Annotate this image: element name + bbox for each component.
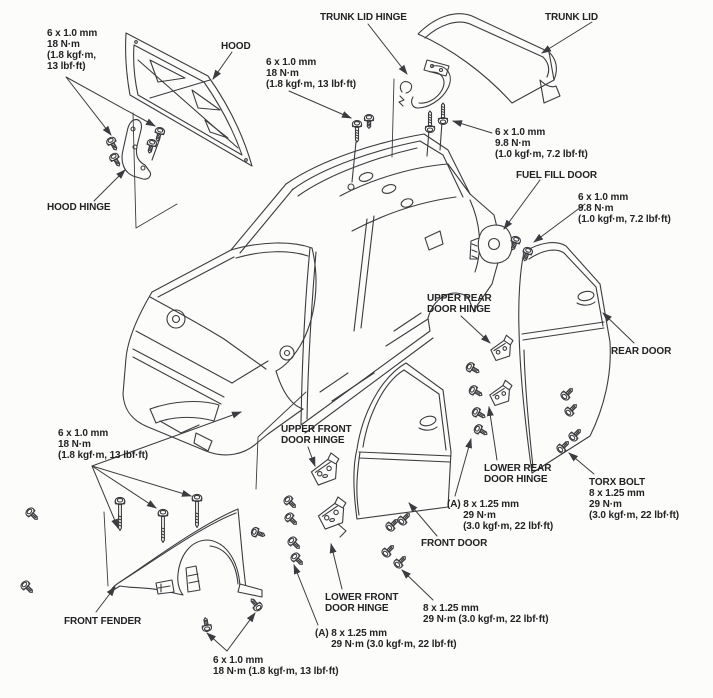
label-rear-door: REAR DOOR	[611, 346, 672, 357]
label-spec-trunk-hinge-upper-bolts: 6 x 1.0 mm 18 N·m (1.8 kgf·m, 13 lbf·ft)	[266, 57, 357, 90]
label-spec-front-hinge-door-bolts: 8 x 1.25 mm 29 N·m (3.0 kgf·m, 22 lbf·ft…	[423, 603, 549, 625]
label-spec-trunk-hinge-lower-bolts: 6 x 1.0 mm 9.8 N·m (1.0 kgf·m, 7.2 lbf·f…	[495, 127, 588, 160]
label-front-fender: FRONT FENDER	[64, 616, 142, 627]
label-trunk-lid: TRUNK LID	[545, 12, 598, 23]
trunk-lid-drawing	[417, 13, 561, 104]
rear-door-drawing	[518, 242, 611, 474]
label-spec-front-fender-bolts: 6 x 1.0 mm 18 N·m (1.8 kgf·m, 13 lbf·ft)	[58, 428, 149, 461]
label-front-door: FRONT DOOR	[421, 538, 488, 549]
label-spec-fuel-fill-door-bolts: 6 x 1.0 mm 9.8 N·m (1.0 kgf·m, 7.2 lbf·f…	[578, 192, 671, 225]
label-upper-front-door-hinge: UPPER FRONT DOOR HINGE	[281, 424, 352, 446]
label-spec-front-fender-lower-bolts: 6 x 1.0 mm 18 N·m (1.8 kgf·m, 13 lbf·ft)	[213, 655, 339, 677]
front-fender-drawing	[109, 508, 263, 598]
label-fuel-fill-door: FUEL FILL DOOR	[516, 170, 598, 181]
label-trunk-lid-hinge: TRUNK LID HINGE	[320, 12, 407, 23]
label-hood: HOOD	[221, 41, 251, 52]
bolt-icons	[18, 102, 585, 633]
fuel-fill-door-drawing	[469, 224, 513, 264]
label-spec-hood-hinge-bolts: 6 x 1.0 mm 18 N·m (1.8 kgf·m, 13 lbf·ft)	[47, 28, 98, 72]
label-lower-front-door-hinge: LOWER FRONT DOOR HINGE	[325, 592, 399, 614]
label-spec-front-hinge-a: (A) 8 x 1.25 mm 29 N·m (3.0 kgf·m, 22 lb…	[315, 628, 457, 650]
label-lower-rear-door-hinge: LOWER REAR DOOR HINGE	[484, 463, 552, 485]
label-torx-bolt: TORX BOLT 8 x 1.25 mm 29 N·m (3.0 kgf·m,…	[589, 477, 680, 521]
hood-hinge-drawing	[121, 119, 161, 180]
front-door-drawing	[353, 362, 452, 520]
partition-lines	[103, 78, 395, 587]
leader-arrows	[65, 21, 635, 652]
door-hinge-drawings	[308, 334, 516, 538]
car-body-drawing	[122, 133, 503, 456]
label-upper-rear-door-hinge: UPPER REAR DOOR HINGE	[427, 293, 492, 315]
label-spec-rear-hinge-a: (A) 8 x 1.25 mm 29 N·m (3.0 kgf·m, 22 lb…	[447, 499, 554, 532]
label-hood-hinge: HOOD HINGE	[47, 202, 111, 213]
hood-drawing	[125, 32, 253, 167]
trunk-lid-hinge-drawing	[398, 59, 451, 157]
